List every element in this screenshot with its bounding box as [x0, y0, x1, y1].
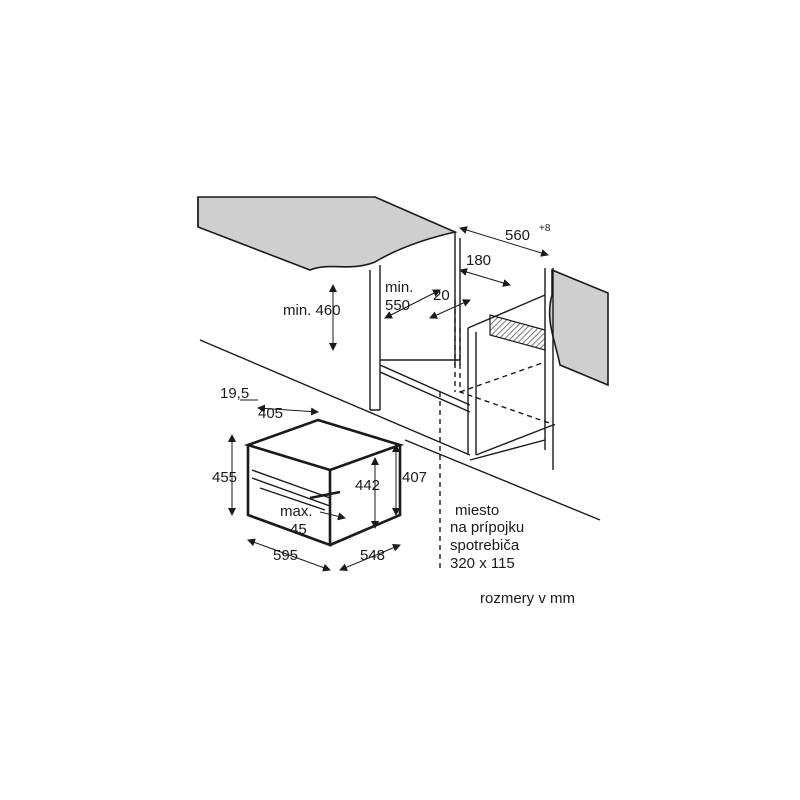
- dim-20-label: 20: [433, 287, 450, 304]
- dim-455-label: 455: [212, 469, 237, 486]
- dim-min460-label: min. 460: [283, 302, 341, 319]
- cabinet-right-panel: [467, 268, 554, 470]
- dim-442-label: 442: [355, 477, 380, 494]
- dim-405-label: 405: [258, 405, 283, 422]
- dim-min550-line2: 550: [385, 297, 410, 314]
- dim-max45-line2: 45: [290, 521, 307, 538]
- cabinet-left-panel: [369, 265, 381, 411]
- dim-560-label: 560: [505, 227, 530, 244]
- dim-595-label: 595: [273, 547, 298, 564]
- oven-appliance: [243, 418, 405, 547]
- niche-shelf: [199, 339, 471, 456]
- countertop-left: [197, 196, 458, 271]
- connection-note-line3: spotrebiča: [450, 537, 520, 554]
- connection-hatch-area: [489, 314, 546, 351]
- dim-560-tolerance: +8: [539, 223, 551, 234]
- connection-note-line1: miesto: [455, 502, 499, 519]
- hidden-lines: [439, 300, 556, 570]
- units-note: rozmery v mm: [480, 590, 575, 607]
- dim-407-label: 407: [402, 469, 427, 486]
- dimension-lines: [228, 226, 549, 572]
- dim-max45-line1: max.: [280, 503, 313, 520]
- dim-19-5-label: 19,5: [220, 385, 249, 402]
- connection-note-line4: 320 x 115: [450, 555, 515, 572]
- floor-line: [404, 439, 601, 521]
- countertop-right: [548, 268, 609, 387]
- dim-548-label: 548: [360, 547, 385, 564]
- dim-min550-line1: min.: [385, 279, 413, 296]
- dim-180-label: 180: [466, 252, 491, 269]
- connection-note-line2: na prípojku: [450, 519, 524, 536]
